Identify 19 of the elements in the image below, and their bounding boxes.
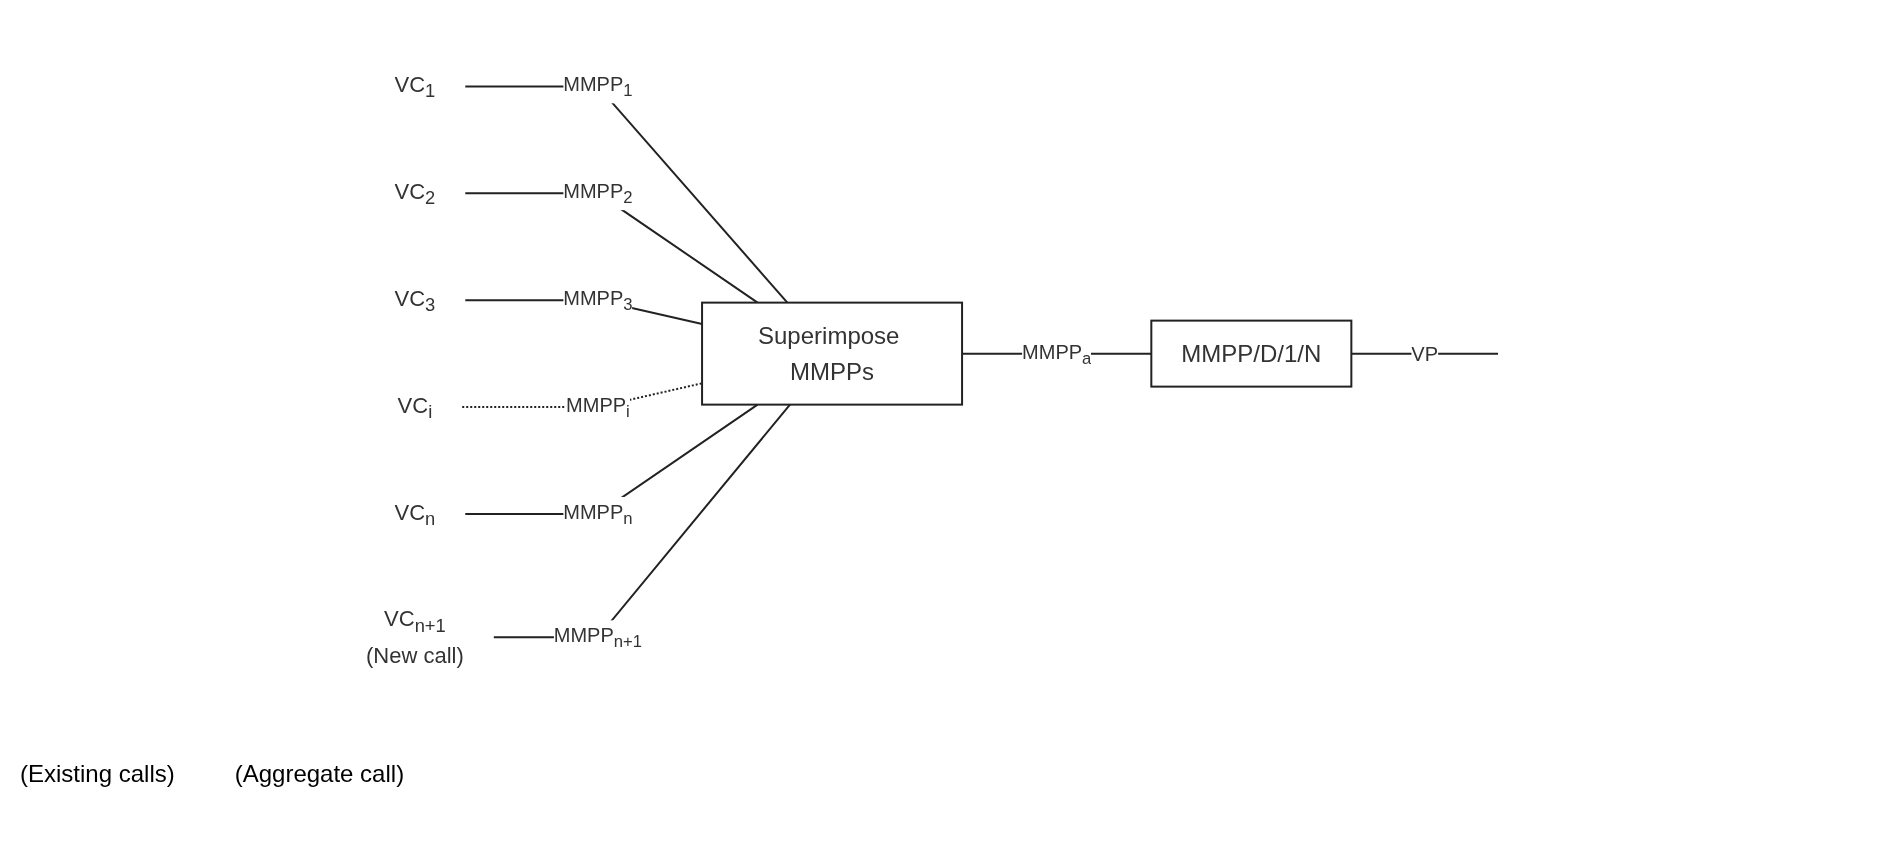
node-text: VC$_{i}$ xyxy=(397,392,433,422)
node-text: VC$_{1}$ xyxy=(394,71,436,102)
note-text: (Aggregate call) xyxy=(234,760,405,788)
connector xyxy=(492,403,791,639)
edge-label: MMPP$_{3}$ xyxy=(563,287,633,315)
node-text: VC$_{3}$ xyxy=(394,285,436,316)
edge-label: MMPP$_{1}$ xyxy=(563,73,633,101)
node-text: VC$_{n+1}$ (New call) xyxy=(365,606,464,669)
edge-label: MMPP$_{a}$ xyxy=(1022,340,1092,368)
edge-label: MMPP$_{i}$ xyxy=(566,393,630,421)
edge-label: MMPP$_{n}$ xyxy=(563,500,633,528)
edge-label: MMPP$_{2}$ xyxy=(563,180,633,208)
edge-label: VP xyxy=(1411,342,1439,365)
note-text: (Existing calls) xyxy=(20,760,175,788)
node-box: MMPP/D/1/N xyxy=(1150,319,1353,388)
node-text: VC$_{2}$ xyxy=(394,178,436,209)
node-text: VC$_{n}$ xyxy=(394,499,436,529)
edge-label: MMPP$_{n+1}$ xyxy=(553,624,643,652)
node-box: Superimpose MMPPs xyxy=(701,301,964,406)
